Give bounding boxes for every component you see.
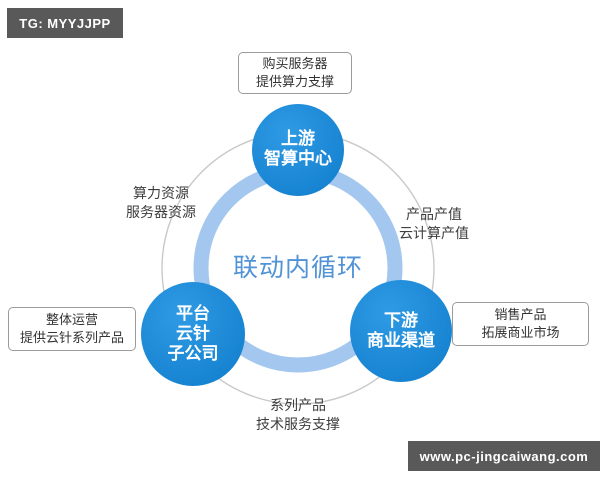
- callout-right-line2: 拓展商业市场: [481, 325, 560, 340]
- flow-label-upper-left-line2: 服务器资源: [126, 204, 196, 220]
- callout-left-line1: 整体运营: [45, 312, 98, 327]
- flow-label-bottom: 系列产品 技术服务支撑: [232, 396, 364, 434]
- center-title: 联动内循环: [232, 254, 363, 282]
- platform-node-line2: 云针: [176, 324, 210, 343]
- downstream-node-circle: [350, 280, 452, 382]
- flow-label-upper-right: 产品产值 云计算产值: [373, 205, 495, 243]
- flow-label-upper-left: 算力资源 服务器资源: [105, 184, 217, 222]
- flow-label-bottom-line1: 系列产品: [270, 397, 326, 413]
- callout-right-line1: 销售产品: [494, 307, 547, 322]
- upstream-node-label: 上游 智算中心: [238, 129, 358, 169]
- upstream-node-line2: 智算中心: [264, 149, 332, 168]
- callout-left-line2: 提供云针系列产品: [19, 330, 124, 345]
- flow-label-upper-right-line1: 产品产值: [406, 206, 462, 222]
- upstream-node-circle: [252, 104, 344, 196]
- flow-label-upper-left-line1: 算力资源: [133, 185, 189, 201]
- platform-node-circle: [141, 282, 245, 386]
- callout-box-left: 整体运营 提供云针系列产品: [8, 307, 136, 351]
- flow-label-bottom-line2: 技术服务支撑: [256, 416, 340, 432]
- downstream-node-label: 下游 商业渠道: [341, 311, 461, 351]
- callout-top-line2: 提供算力支撑: [255, 74, 334, 89]
- flow-label-upper-right-line2: 云计算产值: [399, 225, 469, 241]
- watermark-bottom-right: www.pc-jingcaiwang.com: [408, 441, 600, 471]
- callout-box-top: 购买服务器 提供算力支撑: [238, 52, 352, 94]
- platform-node-line3: 子公司: [167, 344, 219, 363]
- callout-top-line1: 购买服务器: [262, 56, 328, 71]
- upstream-node-line1: 上游: [281, 129, 315, 148]
- downstream-node-line1: 下游: [384, 311, 418, 330]
- watermark-top-left: TG: MYYJJPP: [7, 8, 123, 38]
- callout-box-right: 销售产品 拓展商业市场: [452, 302, 589, 346]
- downstream-node-line2: 商业渠道: [367, 331, 435, 350]
- platform-node-label: 平台 云针 子公司: [133, 304, 253, 364]
- platform-node-line1: 平台: [176, 304, 210, 323]
